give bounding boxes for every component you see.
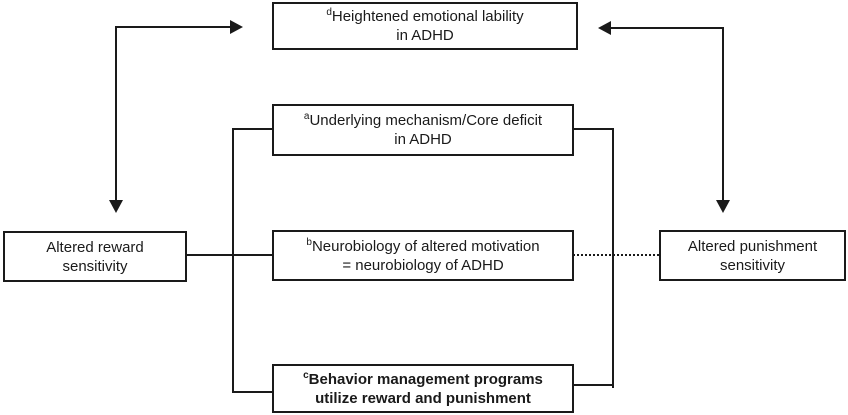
connector-underlying-to-right xyxy=(572,128,614,130)
arrowhead-right-to-heightened xyxy=(230,20,243,34)
box-neurobiology-motivation: bNeurobiology of altered motivation = ne… xyxy=(272,230,574,281)
arrow-right-horizontal-shaft xyxy=(611,27,724,29)
arrowhead-down-to-reward xyxy=(109,200,123,213)
connector-left-bracket-vertical xyxy=(232,128,234,393)
box-heightened-line1: dHeightened emotional lability xyxy=(326,7,524,26)
box-altered-punishment-sensitivity: Altered punishment sensitivity xyxy=(659,230,846,281)
connector-reward-to-neurobiology xyxy=(185,254,274,256)
box-behavior-line2: utilize reward and punishment xyxy=(315,389,531,407)
box-punishment-line2: sensitivity xyxy=(719,256,786,274)
box-behavior-management: cBehavior management programs utilize re… xyxy=(272,364,574,413)
connector-behavior-to-right xyxy=(572,384,614,386)
box-reward-line1: Altered reward xyxy=(46,238,144,256)
superscript-c: c xyxy=(303,369,309,381)
arrow-left-vertical-shaft xyxy=(115,26,117,202)
box-heightened-line2: in ADHD xyxy=(396,27,454,44)
connector-left-to-underlying xyxy=(232,128,274,130)
superscript-a: a xyxy=(303,111,310,122)
box-underlying-line1: aUnderlying mechanism/Core deficit xyxy=(303,111,543,130)
box-heightened-emotional-lability: dHeightened emotional lability in ADHD xyxy=(272,2,578,50)
superscript-d: d xyxy=(326,7,332,18)
connector-right-bracket-vertical xyxy=(612,128,614,388)
arrowhead-down-to-punishment xyxy=(716,200,730,213)
arrow-left-horizontal-shaft xyxy=(115,26,231,28)
box-underlying-mechanism: aUnderlying mechanism/Core deficit in AD… xyxy=(272,104,574,156)
box-altered-reward-sensitivity: Altered reward sensitivity xyxy=(3,231,187,282)
connector-neurobiology-to-punishment-dotted xyxy=(573,254,659,256)
connector-left-to-behavior xyxy=(232,391,274,393)
box-underlying-line2: in ADHD xyxy=(394,131,452,148)
superscript-b: b xyxy=(306,236,312,248)
arrowhead-left-to-heightened xyxy=(598,21,611,35)
box-neurobiology-line2: = neurobiology of ADHD xyxy=(342,256,504,274)
box-punishment-line1: Altered punishment xyxy=(687,237,818,255)
arrow-right-vertical-shaft xyxy=(722,27,724,202)
box-neurobiology-line1: bNeurobiology of altered motivation xyxy=(306,236,540,255)
box-reward-line2: sensitivity xyxy=(62,257,128,275)
box-behavior-line1: cBehavior management programs xyxy=(303,369,543,388)
